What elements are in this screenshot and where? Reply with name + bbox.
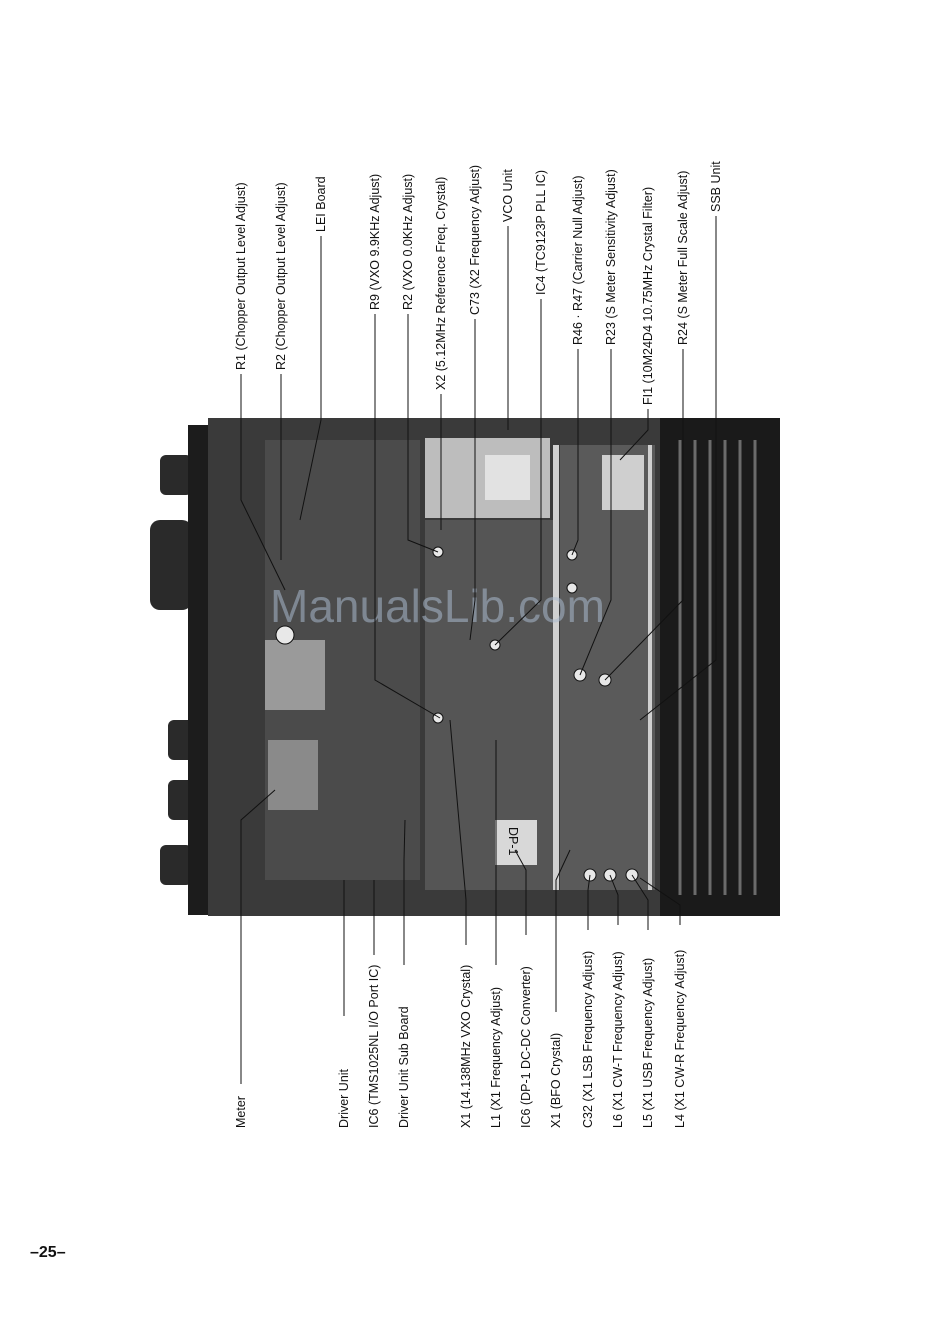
- label-fi1-filter: FI1 (10M24D4 10.75MHz Crystal Filter): [641, 187, 655, 405]
- heatsink: [660, 418, 780, 916]
- meter-area: [265, 640, 325, 710]
- label-c73: C73 (X2 Frequency Adjust): [468, 165, 482, 315]
- label-meter: Meter: [234, 1096, 248, 1128]
- meter-body: [268, 740, 318, 810]
- unit-photograph: DP-1: [150, 418, 780, 916]
- label-r9-vxo: R9 (VXO 9.9KHz Adjust): [368, 174, 382, 310]
- dp1-module: [495, 820, 537, 865]
- knob-top: [160, 455, 192, 495]
- label-driver-sub-board: Driver Unit Sub Board: [397, 1006, 411, 1128]
- bottom-labels: Meter Driver Unit IC6 (TMS1025NL I/O Por…: [234, 950, 687, 1128]
- label-lei-board: LEI Board: [314, 176, 328, 232]
- label-vco-unit: VCO Unit: [501, 169, 515, 222]
- label-ic6-dcdc: IC6 (DP-1 DC-DC Converter): [519, 966, 533, 1128]
- knob-bottom: [160, 845, 192, 885]
- label-r1-chopper: R1 (Chopper Output Level Adjust): [234, 182, 248, 370]
- label-x1-bfo: X1 (BFO Crystal): [549, 1033, 563, 1128]
- label-l5: L5 (X1 USB Frequency Adjust): [641, 958, 655, 1128]
- label-x1-vxo: X1 (14.138MHz VXO Crystal): [459, 965, 473, 1128]
- label-ic6-io-port: IC6 (TMS1025NL I/O Port IC): [367, 965, 381, 1128]
- label-ic4-pll: IC4 (TC9123P PLL IC): [534, 170, 548, 295]
- page-number: –25–: [30, 1244, 66, 1261]
- dp1-marking: DP-1: [506, 827, 520, 856]
- label-c32: C32 (X1 LSB Frequency Adjust): [581, 951, 595, 1128]
- label-l4: L4 (X1 CW-R Frequency Adjust): [673, 950, 687, 1128]
- crystal-filter: [602, 455, 644, 510]
- top-labels: R1 (Chopper Output Level Adjust) R2 (Cho…: [234, 161, 723, 405]
- label-l1: L1 (X1 Frequency Adjust): [489, 987, 503, 1128]
- label-r46-r47: R46 · R47 (Carrier Null Adjust): [571, 176, 585, 346]
- label-driver-unit: Driver Unit: [337, 1068, 351, 1128]
- label-r2-chopper: R2 (Chopper Output Level Adjust): [274, 182, 288, 370]
- watermark: ManualsLib.com: [270, 580, 605, 632]
- label-r2-vxo: R2 (VXO 0.0KHz Adjust): [401, 174, 415, 310]
- main-dial-knob: [150, 520, 192, 610]
- label-r23-smeter: R23 (S Meter Sensitivity Adjust): [604, 169, 618, 345]
- bottom-leader-lines: [240, 719, 681, 1084]
- vco-unit-label-area: [485, 455, 530, 500]
- ssb-unit-board: [560, 445, 655, 890]
- top-leader-lines: [240, 216, 717, 721]
- label-l6: L6 (X1 CW-T Frequency Adjust): [611, 951, 625, 1128]
- label-r24-smeter: R24 (S Meter Full Scale Adjust): [676, 171, 690, 345]
- label-ssb-unit: SSB Unit: [709, 161, 723, 212]
- label-x2-reference: X2 (5.12MHz Reference Freq. Crystal): [434, 177, 448, 390]
